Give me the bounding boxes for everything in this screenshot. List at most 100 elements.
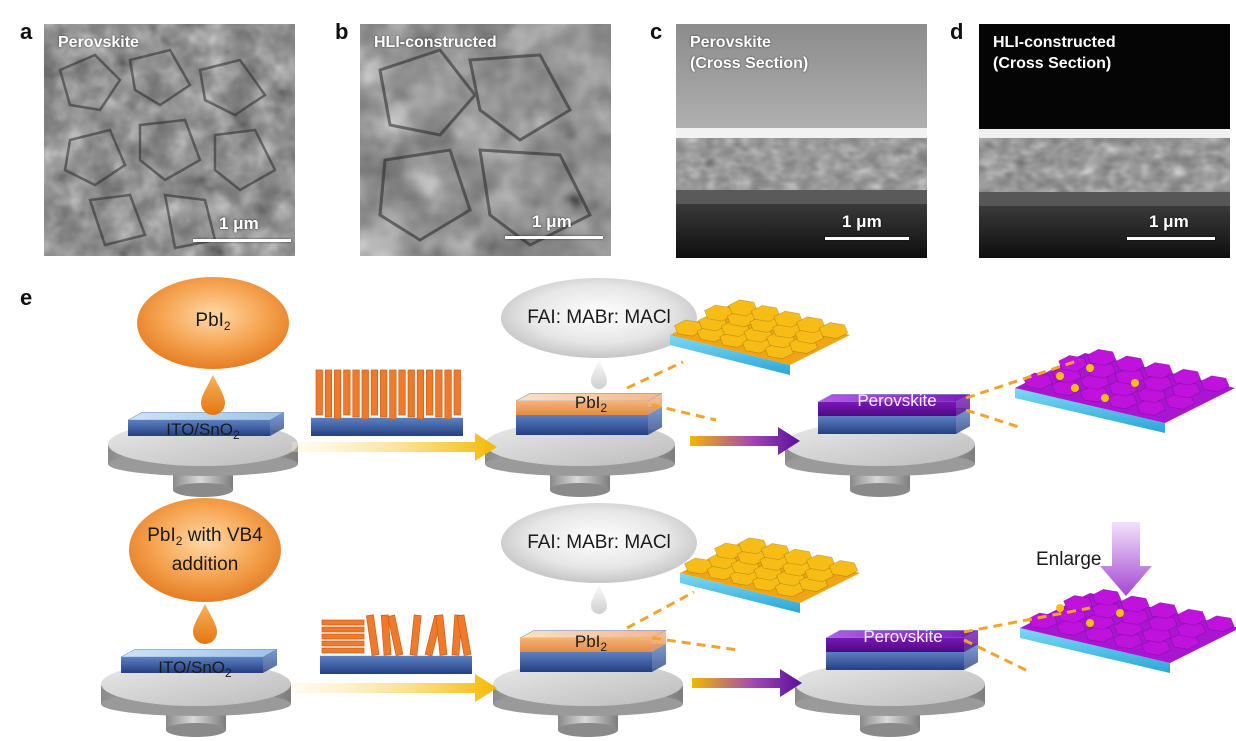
precursor-drop-1 bbox=[201, 375, 225, 415]
flake-9 bbox=[398, 369, 406, 416]
film-label-1: PbI2 bbox=[526, 391, 656, 417]
flake-tilt-1 bbox=[380, 614, 392, 656]
substrate-label-2: ITO/SnO2 bbox=[120, 656, 270, 682]
flake-1 bbox=[324, 369, 333, 418]
substrates bbox=[120, 393, 979, 674]
flake-0 bbox=[315, 369, 323, 416]
scale-label-c: 1 μm bbox=[842, 212, 882, 231]
flake-15 bbox=[453, 369, 461, 416]
perovskite-grain-block-1 bbox=[1015, 348, 1235, 433]
flake-13 bbox=[435, 369, 443, 418]
precursor-sub-2: 2 bbox=[175, 533, 183, 548]
solution-label-2: FAI: MABr: MACl bbox=[527, 532, 671, 553]
solution-ellipse-1 bbox=[501, 278, 697, 389]
flake-12 bbox=[426, 369, 434, 416]
pbi2-grain-block-2 bbox=[680, 537, 860, 613]
perovskite-grain-block-2 bbox=[1020, 588, 1236, 673]
product-label-1: Perovskite bbox=[857, 391, 937, 410]
scale-label-d: 1 μm bbox=[1149, 212, 1189, 231]
precursor-post-2: with VB4 bbox=[182, 524, 263, 546]
precursor-ellipse-2 bbox=[129, 498, 281, 602]
flake-14 bbox=[444, 369, 452, 420]
panel-letter-d: d bbox=[950, 19, 964, 44]
film-sub-2: 2 bbox=[600, 640, 608, 654]
flake-tilt-3 bbox=[409, 614, 422, 656]
pbi2-film-1 bbox=[515, 393, 663, 415]
stage-3 bbox=[785, 422, 975, 497]
film-label-2: PbI2 bbox=[526, 630, 656, 656]
sem-label-d: HLI-constructed (Cross Section) bbox=[993, 34, 1116, 72]
sem-image-b bbox=[360, 24, 611, 256]
perovskite-film-1 bbox=[817, 394, 971, 416]
flake-tilt-7 bbox=[456, 614, 472, 656]
flake-tilt-0 bbox=[366, 614, 380, 656]
flake-flat-1 bbox=[321, 626, 365, 633]
precursor-line2-2: addition bbox=[171, 553, 239, 575]
flake-tilt-5 bbox=[435, 614, 448, 656]
panel-letter-e: e bbox=[20, 285, 33, 310]
flake-flat-3 bbox=[321, 640, 365, 647]
substrate-label-1: ITO/SnO2 bbox=[128, 418, 278, 444]
scale-label-a: 1 μm bbox=[219, 214, 259, 233]
scale-bar-c bbox=[825, 237, 909, 240]
precursor-sub-1: 2 bbox=[223, 318, 231, 333]
precursor-text-2: PbI bbox=[147, 524, 176, 546]
scale-bar-b bbox=[505, 236, 603, 239]
sem-panel-d: HLI-constructed (Cross Section) 1 μm bbox=[979, 24, 1230, 258]
purple-arrow-2 bbox=[692, 669, 802, 697]
solution-ellipse-2 bbox=[501, 503, 697, 614]
sem-label-a: Perovskite bbox=[58, 34, 139, 51]
flake-3 bbox=[343, 369, 351, 416]
precursor-ellipse-1 bbox=[137, 277, 289, 369]
substrate-sub-2: 2 bbox=[225, 666, 232, 680]
sem-panel-b: HLI-constructed 1 μm bbox=[360, 24, 611, 256]
flake-flat-4 bbox=[321, 647, 365, 654]
scale-label-b: 1 μm bbox=[532, 212, 572, 231]
yellow-arrow-2 bbox=[292, 674, 497, 702]
flake-10 bbox=[407, 369, 415, 418]
substrate-slab-2 bbox=[311, 417, 463, 436]
flake-4 bbox=[352, 369, 360, 418]
pbi2-vertical-flakes bbox=[315, 369, 461, 420]
dashed-connectors bbox=[626, 358, 1091, 674]
panel-letter-c: c bbox=[650, 19, 663, 44]
perovskite-film-2 bbox=[825, 630, 979, 652]
flake-flat-2 bbox=[321, 633, 365, 640]
flake-flat-0 bbox=[321, 619, 365, 626]
grain-blocks bbox=[670, 299, 1236, 673]
yellow-arrow-1 bbox=[292, 433, 497, 461]
substrate-slab-1 bbox=[127, 412, 285, 436]
panel-letter-a: a bbox=[20, 19, 33, 44]
substrate-slab-6 bbox=[320, 655, 472, 674]
stage-2 bbox=[485, 422, 675, 497]
panel-letter-b: b bbox=[335, 19, 349, 44]
pbi2-film-2 bbox=[519, 630, 667, 652]
substrate-slab-5 bbox=[120, 649, 278, 673]
film-text-1: PbI bbox=[574, 393, 601, 412]
film-sub-1: 2 bbox=[600, 401, 608, 415]
precursor-label-2: PbI2 with VB4 addition bbox=[129, 520, 281, 580]
solution-label-1: FAI: MABr: MACl bbox=[527, 307, 671, 328]
sem-label-c: Perovskite (Cross Section) bbox=[690, 34, 809, 72]
substrate-text-2: ITO/SnO bbox=[158, 658, 226, 677]
pbi2-tilted-flakes bbox=[321, 614, 472, 657]
film-text-2: PbI bbox=[574, 632, 601, 651]
sem-image-a bbox=[44, 24, 295, 256]
sem-panel-c: Perovskite (Cross Section) 1 μm bbox=[676, 24, 927, 258]
pbi2-grain-block-1 bbox=[670, 299, 850, 375]
sem-label-b: HLI-constructed bbox=[374, 34, 497, 51]
purple-arrow-1 bbox=[690, 427, 800, 455]
product-label-2: Perovskite bbox=[863, 627, 943, 646]
sem-panel-a: Perovskite 1 μm bbox=[44, 24, 295, 256]
scale-bar-a bbox=[193, 239, 291, 242]
stage-5 bbox=[493, 662, 683, 737]
flake-8 bbox=[389, 369, 397, 420]
flake-5 bbox=[361, 369, 369, 420]
substrate-sub-1: 2 bbox=[233, 428, 240, 442]
precursor-text-1: PbI bbox=[195, 309, 224, 331]
sem-image-d bbox=[979, 24, 1230, 258]
flake-6 bbox=[370, 369, 379, 416]
scale-bar-d bbox=[1127, 237, 1215, 240]
precursor-label-1: PbI2 bbox=[137, 300, 289, 346]
